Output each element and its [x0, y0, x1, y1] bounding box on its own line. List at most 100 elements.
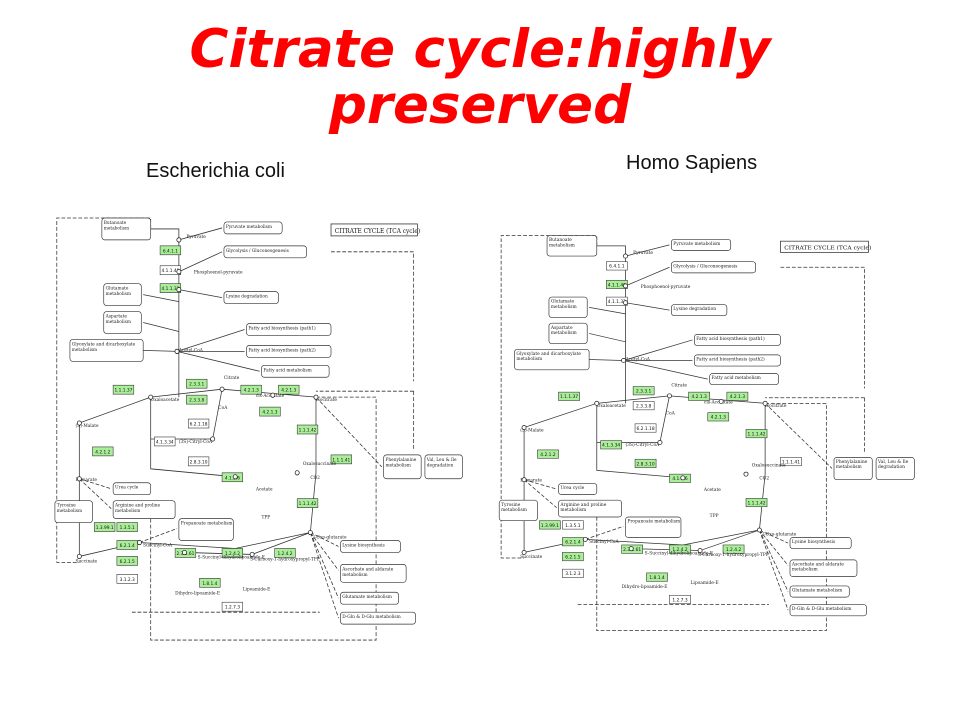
compound-coa: CoA — [218, 406, 228, 411]
svg-text:metabolism: metabolism — [836, 465, 862, 470]
compound-citrate: Citrate — [671, 384, 687, 389]
slide-title: Citrate cycle:highly preserved — [0, 22, 960, 134]
pathway-edge — [589, 333, 626, 343]
svg-text:2.3.3.1: 2.3.3.1 — [636, 389, 652, 395]
svg-text:Isocitrate: Isocitrate — [316, 398, 337, 403]
svg-text:Glutamate: Glutamate — [551, 300, 575, 305]
enzyme-box-4.1.3.34: 4.1.3.34 — [154, 436, 176, 447]
svg-text:Oxaloacetate: Oxaloacetate — [151, 398, 180, 403]
pathway-edge — [176, 350, 260, 372]
svg-text:1.2.4.2: 1.2.4.2 — [672, 547, 688, 553]
pathway-box-lysine_deg: Lysine degradation — [671, 304, 728, 317]
enzyme-box-2.8.3.10: 2.8.3.10 — [187, 456, 210, 467]
enzyme-box-2.8.3.10: 2.8.3.10 — [634, 458, 657, 468]
enzyme-box-1.2.4.2: 1.2.4.2 — [722, 544, 745, 554]
svg-text:Oxalosuccinate: Oxalosuccinate — [752, 464, 786, 469]
svg-text:Fatty acid biosynthesis (path2: Fatty acid biosynthesis (path2) — [696, 357, 765, 362]
compound-isocitrate: Isocitrate — [316, 398, 337, 403]
svg-text:metabolism: metabolism — [551, 305, 577, 310]
svg-text:Acetyl-CoA: Acetyl-CoA — [178, 348, 204, 353]
pathway-edge — [764, 403, 833, 469]
compound-node — [270, 392, 276, 398]
pathway-edge — [759, 529, 789, 592]
enzyme-box-1.1.1.37: 1.1.1.37 — [558, 391, 580, 401]
pathway-box-lysine_bio: Lysine biosynthesis — [789, 537, 852, 550]
compound-node — [232, 474, 238, 480]
svg-text:Fumarate: Fumarate — [76, 478, 98, 483]
svg-text:metabolism: metabolism — [792, 568, 818, 573]
pathway-edge — [178, 227, 223, 241]
pathway-edge — [331, 251, 415, 382]
svg-text:4.2.1.3: 4.2.1.3 — [711, 415, 727, 421]
svg-text:metabolism: metabolism — [72, 348, 98, 353]
svg-text:6.4.1.1: 6.4.1.1 — [609, 264, 625, 270]
pathway-edge — [310, 532, 339, 571]
enzyme-box-4.2.1.3: 4.2.1.3 — [240, 384, 262, 395]
svg-text:6.2.1.4: 6.2.1.4 — [565, 540, 581, 546]
svg-text:Pyruvate metabolism: Pyruvate metabolism — [673, 242, 720, 247]
svg-text:Lysine biosynthesis: Lysine biosynthesis — [342, 543, 385, 548]
svg-text:Glycolysis / Gluconeogenesis: Glycolysis / Gluconeogenesis — [673, 264, 737, 269]
enzyme-box-4.2.1.2: 4.2.1.2 — [537, 449, 559, 459]
enzyme-box-1.3.99.1: 1.3.99.1 — [94, 522, 116, 532]
pathway-edge — [310, 532, 339, 547]
compound-node — [174, 348, 180, 354]
compound-tpp: TPP — [710, 514, 719, 519]
pathway-box-urea: Urea cycle — [558, 483, 598, 495]
compound-co2: CO2 — [310, 476, 320, 481]
svg-text:Fatty acid metabolism: Fatty acid metabolism — [712, 376, 761, 381]
svg-text:Propanoate metabolism: Propanoate metabolism — [181, 521, 234, 526]
pathway-edge — [589, 306, 626, 315]
compound-node — [622, 283, 628, 289]
svg-text:2.8.3.10: 2.8.3.10 — [636, 461, 654, 467]
svg-text:S-Succinyl-dihydrolipoamide-E: S-Succinyl-dihydrolipoamide-E — [198, 555, 265, 560]
compound-node — [182, 549, 187, 556]
svg-text:4.2.1.2: 4.2.1.2 — [540, 452, 556, 458]
pathway-map-group: CITRATE CYCLE (TCA cycle) Butanoate metabo… — [54, 217, 463, 641]
svg-text:4.1.1.32: 4.1.1.32 — [608, 299, 626, 305]
enzyme-box-1.8.1.4: 1.8.1.4 — [646, 572, 668, 582]
svg-text:Glyoxylate and dicarboxylate: Glyoxylate and dicarboxylate — [72, 342, 136, 347]
compound-node — [307, 529, 313, 536]
svg-text:4.2.1.3: 4.2.1.3 — [262, 409, 277, 415]
svg-text:1.3.99.1: 1.3.99.1 — [541, 523, 559, 529]
enzyme-box-6.2.1.5: 6.2.1.5 — [116, 556, 138, 566]
enzyme-box-1.1.1.42: 1.1.1.42 — [296, 424, 319, 435]
svg-text:Val, Leu & Ile: Val, Leu & Ile — [426, 458, 457, 463]
compound-phosphoenol: Phosphoenol-pyruvate — [194, 271, 243, 276]
svg-text:1.8.1.4: 1.8.1.4 — [202, 581, 217, 587]
svg-text:CITRATE CYCLE (TCA cycle): CITRATE CYCLE (TCA cycle) — [335, 228, 420, 235]
svg-text:Fatty acid metabolism: Fatty acid metabolism — [263, 368, 312, 373]
svg-text:CoA: CoA — [218, 406, 228, 411]
svg-text:metabolism: metabolism — [115, 509, 141, 514]
compound-dihydrolipoamide: Dihydro-lipoamide-E — [622, 585, 668, 590]
pathway-map-group: CITRATE CYCLE (TCA cycle)Butanoatemetabo… — [498, 235, 915, 632]
svg-text:Lysine degradation: Lysine degradation — [226, 295, 268, 300]
svg-text:metabolism: metabolism — [560, 508, 586, 513]
pathway-edge — [759, 403, 766, 531]
compound-node — [762, 400, 768, 406]
svg-text:2-Oxo-glutarate: 2-Oxo-glutarate — [761, 533, 796, 538]
pathway-edge — [309, 397, 317, 533]
compound-node — [176, 237, 182, 243]
pathway-edge — [150, 396, 377, 641]
compound-node — [249, 551, 255, 558]
svg-text:2.8.3.10: 2.8.3.10 — [190, 459, 208, 465]
svg-text:Butanoate: Butanoate — [104, 221, 127, 226]
compound-succinylcoa: Succinyl-CoA — [143, 543, 173, 548]
svg-text:6.4.1.1: 6.4.1.1 — [163, 248, 178, 254]
compound-acetate: Acetate — [703, 488, 721, 493]
svg-text:1.2.4.2: 1.2.4.2 — [277, 551, 292, 557]
left-organism-label: Escherichia coli — [146, 160, 285, 182]
svg-text:1.1.1.41: 1.1.1.41 — [332, 457, 350, 463]
svg-text:(S)-Malate: (S)-Malate — [76, 424, 99, 429]
svg-text:Oxaloacetate: Oxaloacetate — [597, 404, 627, 409]
pathway-edge — [585, 525, 624, 540]
